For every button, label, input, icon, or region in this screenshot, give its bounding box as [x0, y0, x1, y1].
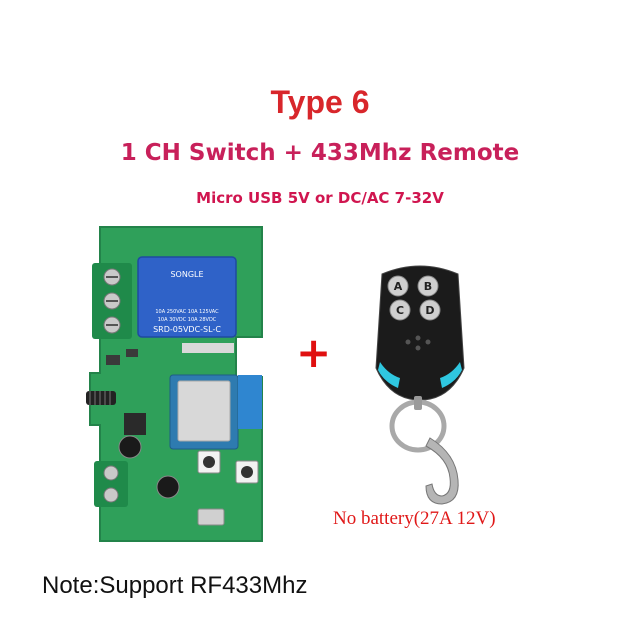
remote-button-b: B [417, 275, 439, 297]
svg-text:C: C [396, 304, 404, 317]
antenna-coil [86, 391, 116, 405]
remote-image: A B C D [375, 265, 465, 505]
screw-terminal-bottom [94, 461, 128, 507]
capacitor [118, 435, 142, 459]
relay-block [137, 256, 237, 338]
lobster-clasp [425, 437, 459, 505]
remote-button-c: C [389, 299, 411, 321]
relay-model: SRD-05VDC-SL-C [153, 325, 221, 334]
svg-text:A: A [394, 280, 403, 293]
relay-rating-2: 10A 30VDC 10A 28VDC [158, 317, 217, 323]
battery-note: No battery(27A 12V) [333, 508, 496, 529]
relay-brand: SONGLE [170, 270, 203, 279]
remote-button-a: A [387, 275, 409, 297]
support-note: Note:Support RF433Mhz [42, 572, 308, 599]
product-subtitle: 1 CH Switch + 433Mhz Remote [120, 140, 520, 166]
relay-board-image: SONGLE 10A 250VAC 10A 125VAC 10A 30VDC 1… [86, 226, 263, 542]
micro-usb-port [197, 508, 225, 526]
svg-text:D: D [425, 304, 434, 317]
remote-body [375, 265, 465, 401]
remote-accent [378, 362, 400, 388]
plus-sign: + [296, 328, 332, 377]
remote-button-d: D [419, 299, 441, 321]
page-title: Type 6 [270, 84, 370, 120]
svg-text:B: B [424, 280, 432, 293]
relay-rating-1: 10A 250VAC 10A 125VAC [155, 309, 219, 315]
power-spec: Micro USB 5V or DC/AC 7-32V [196, 189, 444, 207]
